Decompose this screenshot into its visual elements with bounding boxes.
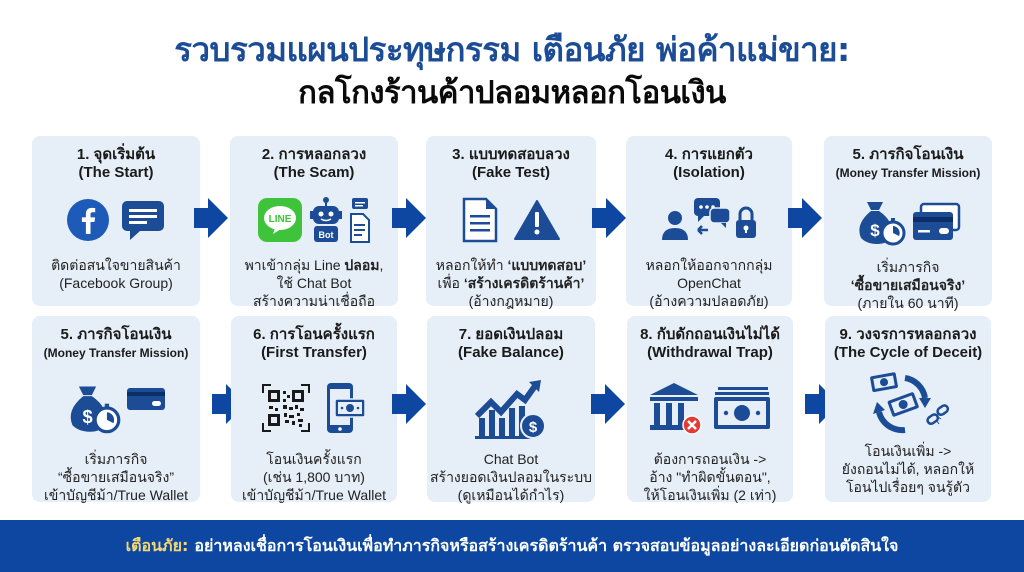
credit-card-icon (911, 202, 961, 242)
svg-text:LINE: LINE (269, 214, 292, 225)
arrow-right-icon (591, 384, 625, 424)
svg-text:$: $ (82, 406, 92, 427)
step-title: 5. ภารกิจโอนเงิน (60, 326, 172, 343)
step-subtitle: (Money Transfer Mission) (835, 166, 981, 180)
step-card-8-withdrawal-trap: 8. กับดักถอนเงินไม่ได้ (Withdrawal Trap) (627, 316, 793, 503)
step-description: เริ่มภารกิจ ‘ซื้อขายเสมือนจริง’ (ภายใน 6… (850, 259, 966, 311)
warning-message: อย่าหลงเชื่อการโอนเงินเพื่อทำภารกิจหรือส… (194, 535, 899, 555)
step-subtitle: (Isolation) (673, 164, 745, 181)
step-title: 3. แบบทดสอบลวง (452, 146, 570, 163)
step-description: ต้องการถอนเงิน -> อ้าง "ทำผิดขั้นตอน", ใ… (643, 451, 777, 503)
step-card-5-money-transfer-mission: 5. ภารกิจโอนเงิน (Money Transfer Mission… (824, 136, 992, 311)
title-line-2: กลโกงร้านค้าปลอมหลอกโอนเงิน (298, 75, 726, 111)
broken-chain-icon (925, 402, 951, 430)
step-title: 1. จุดเริ่มต้น (76, 146, 156, 163)
qr-code-icon (261, 383, 311, 433)
credit-card-icon (126, 387, 166, 411)
growth-chart-icon: $ (473, 376, 549, 440)
arrow-right-icon (592, 198, 626, 238)
step-subtitle: (Fake Balance) (458, 344, 564, 361)
step-card-6-first-transfer: 6. การโอนครั้งแรก (First Transfer) โอนเง… (231, 316, 397, 503)
warning-icon (514, 199, 560, 241)
step-description: โอนเงินเพิ่ม -> ยังถอนไม่ได้, หลอกให้ โอ… (841, 443, 975, 495)
step-subtitle: (The Start) (78, 164, 154, 181)
svg-text:Bot: Bot (319, 230, 334, 240)
smartphone-money-icon (323, 381, 367, 435)
svg-text:$: $ (529, 419, 538, 436)
step-card-5-money-transfer-mission: 5. ภารกิจโอนเงิน (Money Transfer Mission… (32, 316, 200, 503)
step-description: ติดต่อสนใจขายสินค้า (Facebook Group) (51, 257, 181, 291)
step-title: 6. การโอนครั้งแรก (253, 326, 375, 343)
banknote-icon (712, 385, 772, 431)
line-app-icon: LINE (257, 197, 303, 243)
step-title: 2. การหลอกลวง (261, 146, 367, 163)
step-title: 5. ภารกิจโอนเงิน (852, 146, 964, 163)
arrow-right-icon (194, 198, 228, 238)
step-title: 9. วงจรการหลอกลวง (839, 326, 977, 343)
arrow-right-icon (788, 198, 822, 238)
arrow-right-icon (212, 384, 246, 424)
chat-bubbles-icon (692, 196, 732, 244)
step-description: หลอกให้ทำ ‘แบบทดสอบ’ เพื่อ ‘สร้างเครดิตร… (435, 257, 587, 309)
step-title: 4. การแยกตัว (665, 146, 753, 163)
step-card-2-scam: 2. การหลอกลวง (The Scam) LINE Bot พาเข้า… (230, 136, 398, 309)
step-subtitle: (The Scam) (273, 164, 355, 181)
bank-icon (648, 379, 704, 437)
chat-bubble-icon (120, 198, 166, 242)
step-description: พาเข้ากลุ่ม Line ปลอม, ใช้ Chat Bot สร้า… (244, 257, 384, 309)
user-icon (660, 198, 690, 242)
money-cycle-icon (865, 368, 937, 436)
document-icon (349, 196, 371, 244)
document-icon (462, 197, 498, 243)
lock-icon (734, 198, 758, 242)
facebook-icon (66, 198, 110, 242)
money-bag-icon: $ (855, 198, 907, 246)
step-subtitle: (Money Transfer Mission) (43, 346, 189, 360)
step-description: Chat Bot สร้างยอดเงินปลอมในระบบ (ดูเหมือ… (430, 451, 592, 503)
arrow-right-icon (392, 384, 426, 424)
arrow-right-icon (392, 198, 426, 238)
step-subtitle: (The Cycle of Deceit) (833, 344, 983, 361)
step-card-3-fake-test: 3. แบบทดสอบลวง (Fake Test) หลอกให้ทำ ‘แบ… (426, 136, 596, 309)
title-line-1: รวบรวมแผนประทุษกรรม เตือนภัย พ่อค้าแม่ขา… (174, 30, 850, 69)
infographic-title: รวบรวมแผนประทุษกรรม เตือนภัย พ่อค้าแม่ขา… (0, 28, 1024, 114)
money-bag-icon: $ (66, 381, 122, 435)
warning-banner: เตือนภัย: อย่าหลงเชื่อการโอนเงินเพื่อทำภ… (0, 520, 1024, 572)
step-card-1-start: 1. จุดเริ่มต้น (The Start) ติดต่อสนใจขาย… (32, 136, 200, 306)
step-subtitle: (Fake Test) (471, 164, 551, 181)
step-subtitle: (Withdrawal Trap) (647, 344, 773, 361)
step-description: โอนเงินครั้งแรก (เช่น 1,800 บาท) เข้าบัญ… (241, 451, 387, 503)
step-subtitle: (First Transfer) (261, 344, 367, 361)
step-card-9-cycle-of-deceit: 9. วงจรการหลอกลวง (The Cycle of Deceit) … (825, 316, 991, 502)
step-card-7-fake-balance: 7. ยอดเงินปลอม (Fake Balance) $ Chat Bot… (427, 316, 595, 503)
step-description: หลอกให้ออกจากกลุ่ม OpenChat (อ้างความปลอ… (645, 257, 773, 309)
step-card-4-isolation: 4. การแยกตัว (Isolation) หลอกให้ออกจากกล… (626, 136, 792, 309)
warning-label: เตือนภัย: (125, 535, 189, 555)
step-title: 7. ยอดเงินปลอม (458, 326, 564, 343)
step-description: เริ่มภารกิจ “ซื้อขายเสมือนจริง” เข้าบัญช… (43, 451, 189, 503)
arrow-right-icon (805, 384, 839, 424)
robot-bot-icon: Bot (309, 196, 343, 244)
svg-text:$: $ (870, 221, 880, 240)
step-title: 8. กับดักถอนเงินไม่ได้ (640, 326, 780, 343)
